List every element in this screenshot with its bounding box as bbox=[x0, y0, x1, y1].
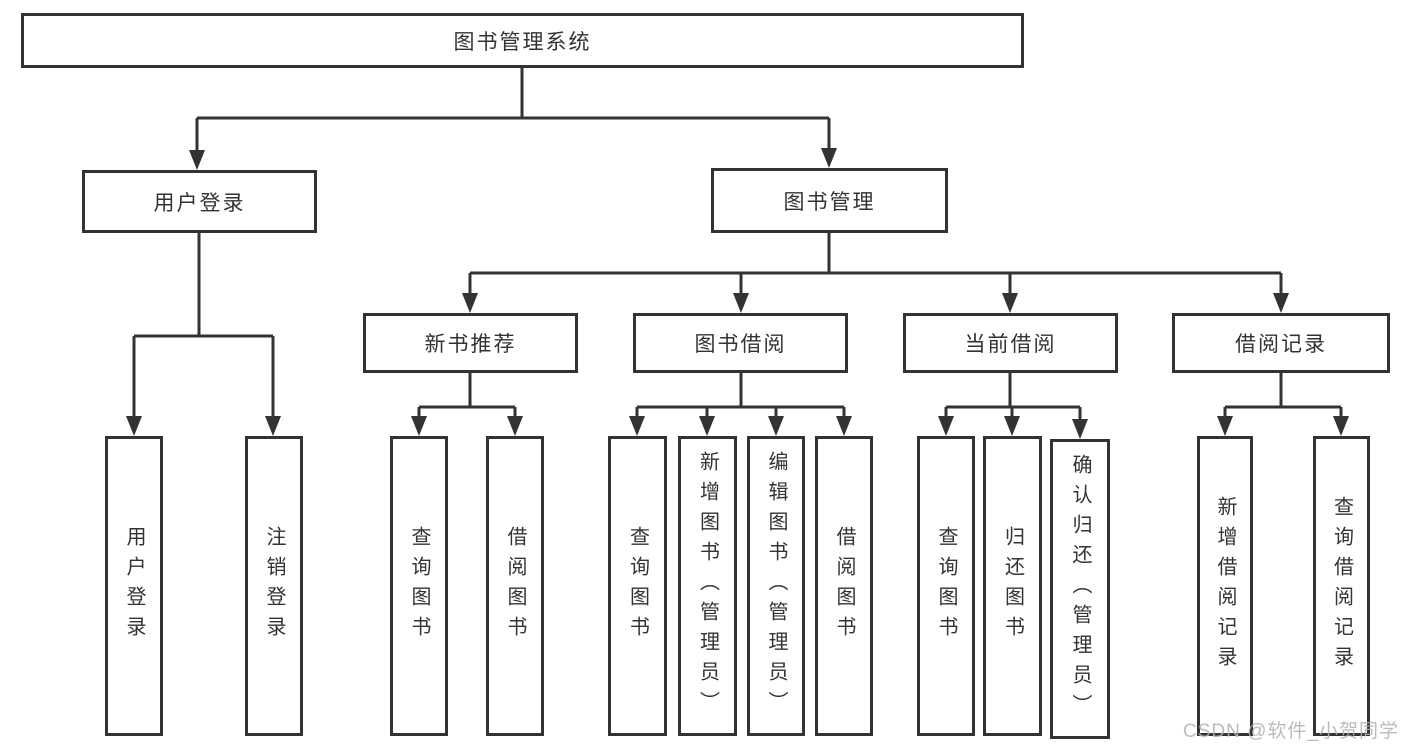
node-leaf-return-book: 归还图书 bbox=[983, 436, 1042, 736]
node-leaf-edit-book-admin-label: 编辑图书（管理员） bbox=[765, 451, 787, 721]
node-book-mgmt: 图书管理 bbox=[711, 168, 948, 233]
node-leaf-query-book-1-label: 查询图书 bbox=[408, 526, 430, 646]
node-borrow-records: 借阅记录 bbox=[1172, 313, 1390, 373]
connector-user-login-to-leaves bbox=[126, 233, 281, 436]
node-user-login: 用户登录 bbox=[82, 170, 317, 233]
node-leaf-query-book-2: 查询图书 bbox=[608, 436, 667, 736]
connector-borrow-records-to-leaves bbox=[1217, 372, 1349, 436]
node-leaf-query-book-2-label: 查询图书 bbox=[626, 526, 649, 646]
node-leaf-borrow-book-1: 借阅图书 bbox=[486, 436, 544, 736]
node-leaf-return-book-label: 归还图书 bbox=[1001, 526, 1024, 646]
connector-book-mgmt-to-groups bbox=[462, 233, 1289, 313]
node-leaf-query-book-3: 查询图书 bbox=[917, 436, 975, 736]
node-leaf-query-borrow-record: 查询借阅记录 bbox=[1313, 436, 1370, 736]
node-leaf-confirm-return-admin-label: 确认归还（管理员） bbox=[1069, 454, 1091, 724]
connector-new-book-rec-to-leaves bbox=[411, 372, 523, 436]
connector-current-borrow-to-leaves bbox=[938, 372, 1088, 439]
node-new-book-rec: 新书推荐 bbox=[363, 313, 578, 373]
connector-book-borrow-to-leaves bbox=[629, 372, 852, 436]
node-leaf-query-book-1: 查询图书 bbox=[390, 436, 448, 736]
node-leaf-logout: 注销登录 bbox=[245, 436, 303, 736]
node-leaf-add-borrow-record-label: 新增借阅记录 bbox=[1214, 496, 1236, 676]
node-book-borrow: 图书借阅 bbox=[633, 313, 848, 373]
node-leaf-add-book-admin-label: 新增图书（管理员） bbox=[696, 451, 719, 721]
node-current-borrow: 当前借阅 bbox=[903, 313, 1118, 373]
node-leaf-add-book-admin: 新增图书（管理员） bbox=[678, 436, 737, 736]
node-new-book-rec-label: 新书推荐 bbox=[424, 333, 517, 356]
node-leaf-user-login-label: 用户登录 bbox=[123, 526, 145, 646]
node-leaf-query-book-3-label: 查询图书 bbox=[935, 526, 957, 646]
node-leaf-borrow-book-2-label: 借阅图书 bbox=[833, 526, 855, 646]
node-leaf-logout-label: 注销登录 bbox=[263, 526, 285, 646]
csdn-watermark: CSDN @软件_小贺同学 bbox=[1183, 721, 1399, 742]
node-root: 图书管理系统 bbox=[21, 13, 1024, 68]
node-leaf-query-borrow-record-label: 查询借阅记录 bbox=[1330, 496, 1353, 676]
node-user-login-label: 用户登录 bbox=[153, 191, 246, 215]
node-current-borrow-label: 当前借阅 bbox=[964, 333, 1057, 356]
connector-root-to-level2 bbox=[189, 68, 837, 170]
node-root-label: 图书管理系统 bbox=[453, 30, 592, 54]
node-leaf-edit-book-admin: 编辑图书（管理员） bbox=[747, 436, 805, 736]
node-borrow-records-label: 借阅记录 bbox=[1235, 333, 1327, 356]
node-leaf-user-login: 用户登录 bbox=[105, 436, 163, 736]
node-book-borrow-label: 图书借阅 bbox=[694, 333, 787, 356]
node-book-mgmt-label: 图书管理 bbox=[783, 190, 876, 214]
node-leaf-confirm-return-admin: 确认归还（管理员） bbox=[1050, 439, 1110, 739]
node-leaf-borrow-book-2: 借阅图书 bbox=[815, 436, 873, 736]
node-leaf-add-borrow-record: 新增借阅记录 bbox=[1197, 436, 1253, 736]
node-leaf-borrow-book-1-label: 借阅图书 bbox=[504, 526, 526, 646]
